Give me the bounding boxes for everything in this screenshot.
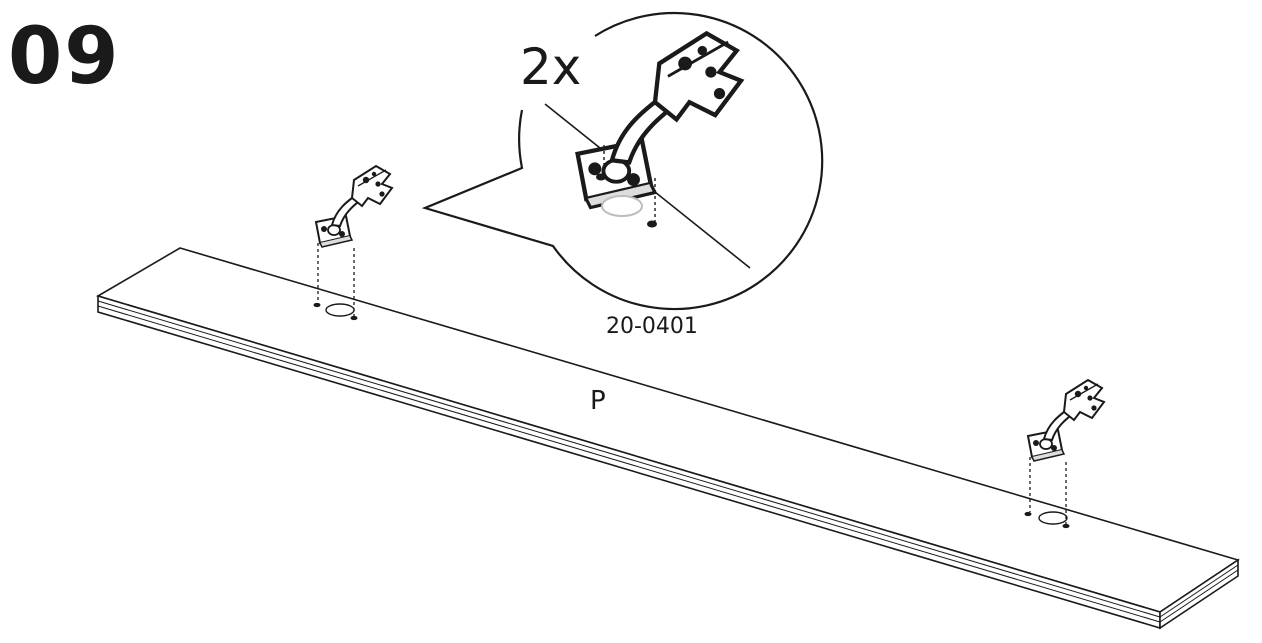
- right-holes: [1024, 511, 1070, 529]
- hinge-cup-hole-icon: [1038, 511, 1068, 525]
- detail-callout: [421, 11, 824, 311]
- panel-p: [96, 247, 1240, 630]
- screw-hole-icon: [1062, 523, 1070, 529]
- screw-hole-icon: [313, 302, 321, 308]
- screw-hole-icon: [1024, 511, 1032, 517]
- screw-hole-icon: [596, 173, 606, 181]
- part-code: 20-0401: [606, 314, 698, 339]
- screw-hole-icon: [647, 220, 657, 228]
- panel-label: P: [590, 386, 606, 416]
- quantity-label: 2x: [520, 38, 582, 96]
- hinge-icon: [315, 165, 393, 316]
- hinge-icon: [1027, 379, 1105, 524]
- hinge-cup-hole-icon: [601, 195, 643, 217]
- screw-hole-icon: [350, 315, 358, 321]
- step-number: 09: [8, 12, 121, 102]
- hinge-cup-hole-icon: [325, 303, 355, 317]
